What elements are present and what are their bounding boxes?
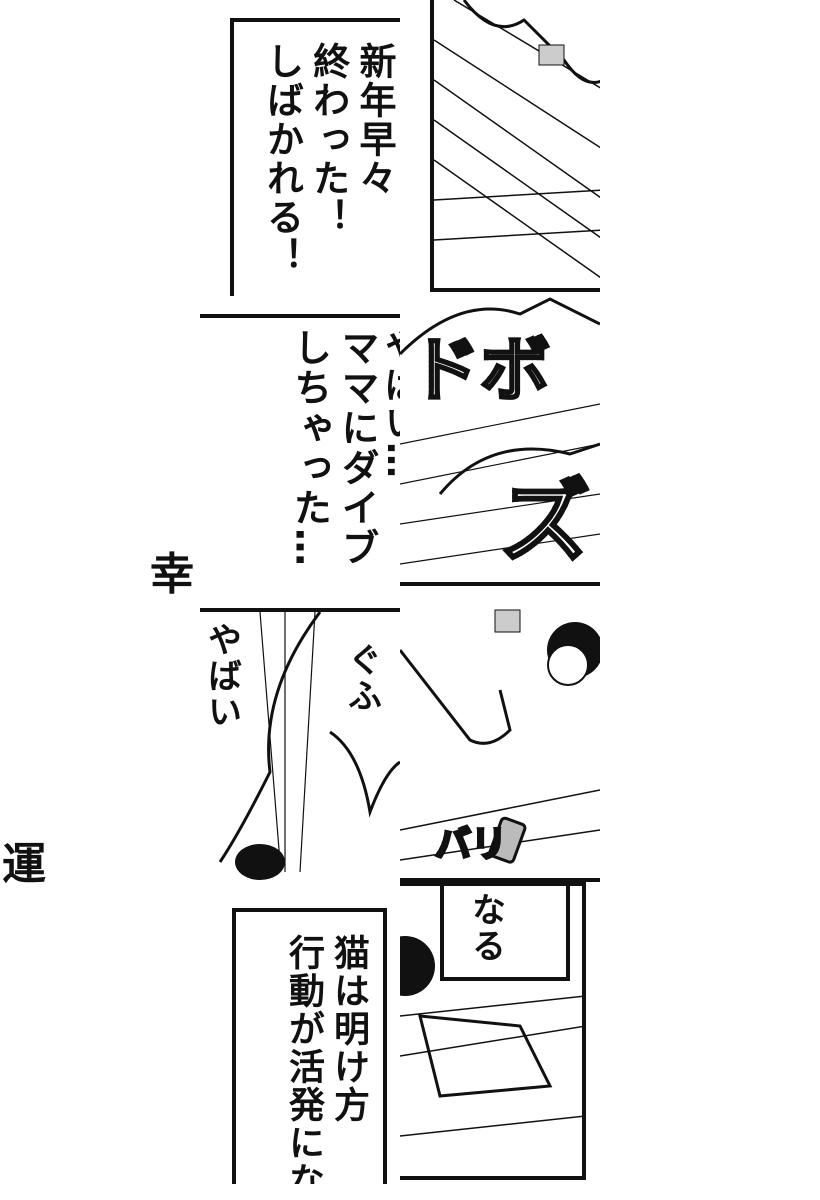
speech-yabai: やばい xyxy=(201,622,242,730)
panel-4-drawing: なる xyxy=(400,882,586,1180)
impact-drawing xyxy=(218,612,400,880)
caption-line: 行動が活発にな xyxy=(283,934,324,1184)
speed-lines-drawing xyxy=(434,0,600,279)
sfx-dobo: ドボ xyxy=(409,314,552,415)
panel-4-caption: 猫は明け方 行動が活発にな xyxy=(200,888,400,1184)
panel-3-cat-drawing: バリ xyxy=(400,590,600,882)
caption-box: 新年早々 終わった！ しばかれる！ xyxy=(230,18,400,296)
caption-line: しばかれる！ xyxy=(260,42,304,276)
panel-1-drawing xyxy=(430,0,600,292)
caption-line: ママにダイブ xyxy=(335,328,379,568)
caption-line: 終わった！ xyxy=(306,42,350,237)
caption-line: 猫は明け方 xyxy=(328,934,369,1124)
caption-box: 猫は明け方 行動が活発にな xyxy=(232,908,387,1184)
partial-speech-text: やばい… xyxy=(379,328,400,480)
caption-text: なる xyxy=(465,892,506,964)
panel-3-left: やばい ぐふ xyxy=(200,612,400,885)
bed-drawing xyxy=(400,936,582,1137)
caption-text: 新年早々 終わった！ しばかれる！ xyxy=(258,42,397,296)
cat-jump-drawing xyxy=(400,609,600,864)
caption-text: ママにダイブ しちゃった… xyxy=(285,328,380,588)
panel-border xyxy=(200,608,400,612)
caption-line: しちゃった… xyxy=(287,328,332,568)
panel-2-drawing: ドボ ズ xyxy=(400,294,600,586)
side-text-un: 運 xyxy=(2,839,46,890)
caption-text: 猫は明け方 行動が活発にな xyxy=(281,934,371,1184)
panel-1-caption: 新年早々 終わった！ しばかれる！ xyxy=(200,0,400,296)
speech-gufu: ぐふ xyxy=(341,642,382,714)
side-text-kou: 幸 xyxy=(150,549,194,600)
caption-box: なる xyxy=(440,886,570,981)
sfx-zu: ズ xyxy=(499,449,592,579)
sfx-bari: バリ xyxy=(433,815,508,867)
bed-drawing xyxy=(400,297,600,565)
panel-border xyxy=(200,314,400,318)
panel-2-caption: ママにダイブ しちゃった… やばい… xyxy=(200,318,400,590)
caption-line: 新年早々 xyxy=(353,42,396,198)
